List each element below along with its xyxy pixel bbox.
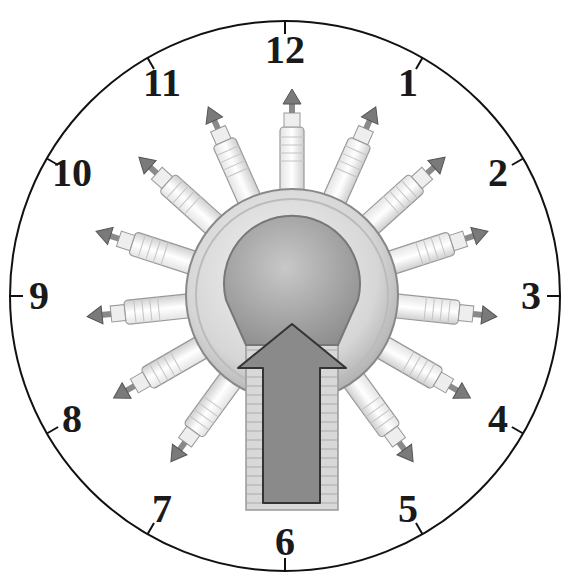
hour-number: 6 (275, 522, 295, 562)
spark-plug (131, 148, 224, 235)
hour-tick (547, 295, 560, 297)
hour-number: 1 (398, 63, 418, 103)
hour-tick (10, 295, 23, 297)
hour-number: 3 (521, 276, 541, 316)
hour-number: 12 (265, 30, 305, 70)
hour-ticks (10, 21, 560, 571)
hour-number: 5 (398, 489, 418, 529)
spark-plug (342, 370, 423, 468)
hour-number: 11 (143, 63, 181, 103)
spark-plug (197, 102, 261, 207)
direction-arrow (238, 324, 346, 503)
spark-plug (360, 148, 453, 235)
spark-plug (374, 336, 476, 409)
spark-plug (86, 294, 192, 329)
hour-tick (512, 159, 523, 166)
hour-number: 4 (488, 399, 508, 439)
hour-tick (47, 427, 58, 434)
spark-plug (385, 220, 491, 275)
hour-number: 7 (152, 489, 172, 529)
spark-plug (392, 294, 498, 329)
hour-number: 2 (488, 153, 508, 193)
clock-face (10, 21, 560, 571)
hour-number: 10 (52, 153, 92, 193)
spark-plug (280, 89, 304, 193)
spark-plug (161, 370, 242, 468)
spark-plug (108, 336, 210, 409)
spark-plug (92, 220, 198, 275)
hour-tick (512, 427, 523, 434)
hour-number: 9 (29, 276, 49, 316)
spark-plug (323, 102, 387, 207)
hour-number: 8 (62, 399, 82, 439)
